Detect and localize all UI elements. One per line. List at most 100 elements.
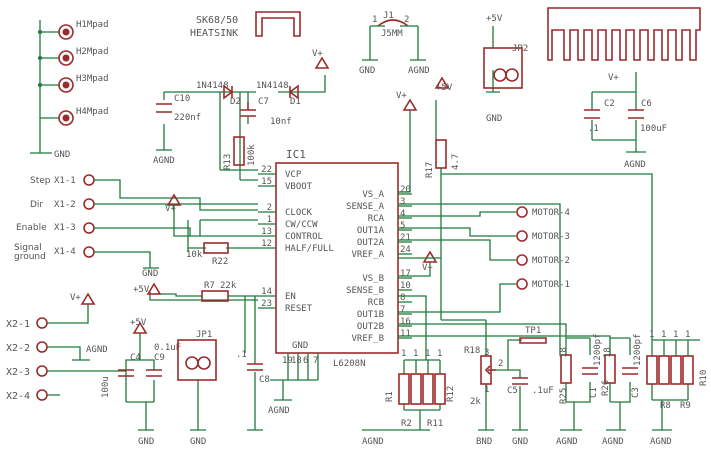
gnd-label: GND: [486, 114, 502, 124]
d1-ref: D1: [290, 97, 301, 107]
inputs-x1: Step X1-1 Dir X1-2 Enable X1-3 Signal gr…: [14, 174, 258, 353]
c1-ref: C1: [589, 387, 599, 398]
c4-ref: C4: [130, 353, 141, 363]
r13-value: 100k: [247, 144, 257, 166]
ic1-gnd: GND: [292, 341, 308, 351]
input-conn: X1-1: [54, 176, 76, 186]
c7-ref: C7: [258, 97, 269, 107]
ic-pin-number: 17: [400, 269, 411, 279]
c6-value: 100uF: [640, 124, 667, 134]
ic-pin-name: RCA: [368, 214, 385, 224]
c8-ref: C8: [259, 375, 270, 385]
ic-pin-name: RESET: [285, 304, 313, 314]
ic-pin-name: HALF/FULL: [285, 244, 334, 254]
decoupling-c2-c6: V+ C2 .1 C6 100uF AGND: [584, 72, 667, 170]
vplus-label: V+: [422, 263, 433, 273]
vref-trimmer: R18 3 2 1 2k C5 .1uF TP1 BND GND: [464, 320, 554, 447]
agnd-label: AGND: [153, 156, 175, 166]
j1-ref: J1: [383, 11, 394, 21]
ic-pin-number: 7: [400, 305, 405, 315]
ic-pin-name: SENSE_B: [346, 286, 384, 296]
p5v-label: +5V: [133, 285, 150, 295]
ic-pin-name: CLOCK: [285, 208, 313, 218]
ic-pin-number: 21: [400, 233, 411, 243]
r13-ref: R13: [223, 154, 233, 170]
r26-value: 18: [603, 347, 613, 358]
j1-pin1: 1: [372, 15, 377, 25]
pin-one: 1: [685, 330, 690, 340]
ic-pin-number: 20: [400, 185, 411, 195]
ic-pin-name: VS_A: [362, 190, 384, 200]
input-conn: X1-3: [54, 223, 76, 233]
ic-pin-name: VBOOT: [285, 182, 313, 192]
agnd-label: AGND: [362, 437, 384, 447]
gnd-label: GND: [142, 269, 158, 279]
pad-label: H4Mpad: [76, 107, 109, 117]
agnd-label: AGND: [86, 345, 108, 355]
r10-ref: R10: [699, 370, 709, 386]
ic1-left-pins: VCP22VBOOT15CLOCK2CW/CCW1CONTROL13HALF/F…: [258, 165, 334, 314]
r25-ref: R25: [559, 388, 569, 404]
r8-ref: R8: [660, 401, 671, 411]
r22-ref: R22: [212, 257, 228, 267]
ic-pin-name: OUT1A: [357, 226, 385, 236]
pin-one: 1: [401, 349, 406, 359]
ic-pin-name: RCB: [368, 298, 384, 308]
ic-pin-number: 22: [261, 165, 272, 175]
ic-pin-number: 8: [400, 293, 405, 303]
ic-pin-number: 11: [400, 329, 411, 339]
c2-value: .1: [588, 124, 599, 134]
r18-value: 2k: [470, 397, 481, 407]
agnd-label: AGND: [624, 160, 646, 170]
r17-value: 4.7: [451, 154, 461, 170]
c10-value: 220nf: [174, 113, 201, 123]
input-conn: X1-2: [54, 200, 76, 210]
ic-pin-number: 12: [261, 239, 272, 249]
ic-pin-number: 13: [261, 227, 272, 237]
gnd-label: GND: [138, 437, 154, 447]
c9-ref: C9: [154, 353, 165, 363]
gnd-label: GND: [512, 437, 528, 447]
pin-one: 1: [437, 349, 442, 359]
rc-networks: 18 R25 1200pf C1 18 R26 1200pf C3 AGND A…: [398, 323, 643, 447]
ic-pin-name: OUT1B: [357, 310, 384, 320]
c7-value: 10nf: [270, 117, 292, 127]
ic-pin-name: VREF_B: [351, 334, 384, 344]
r2-ref: R2: [401, 419, 412, 429]
c1-value: 1200pf: [593, 333, 603, 366]
c9-value: 0.1uF: [154, 343, 181, 353]
ic-pin-name: OUT2A: [357, 238, 385, 248]
ic-pin-number: 24: [400, 245, 411, 255]
input-label-enable: Enable: [16, 223, 47, 233]
input-label-ground: ground: [14, 252, 46, 262]
r7-value: 22k: [220, 281, 237, 291]
r11-ref: R11: [427, 419, 443, 429]
c4-value: 100u: [101, 376, 111, 398]
ic-pin-name: OUT2B: [357, 322, 384, 332]
power-term: X2-1: [6, 319, 30, 330]
motor-out: MOTOR-4: [532, 208, 570, 218]
ic-pin-number: 2: [267, 203, 272, 213]
c3-ref: C3: [631, 387, 641, 398]
gnd-label: GND: [190, 437, 206, 447]
r25-value: 18: [559, 347, 569, 358]
pin-one: 1: [484, 385, 489, 395]
ic-pin-name: VS_B: [362, 274, 384, 284]
r22-value: 10k: [186, 250, 203, 260]
sense-resistors: 1 1 1 1 R1 R2 R11 R12 AGND: [362, 203, 561, 447]
j1-value: J5MM: [381, 29, 403, 39]
ic-pin-number: 1: [267, 215, 272, 225]
power-term: X2-4: [6, 391, 30, 402]
ic-pin-number: 23: [261, 299, 272, 309]
ic-pin-number: 4: [400, 209, 405, 219]
ic1-part: L6208N: [333, 359, 366, 369]
vplus-label: V+: [70, 293, 81, 303]
c6-ref: C6: [641, 99, 652, 109]
jp2-ref: JP2: [512, 44, 528, 54]
cap-c8: .1 C8: [236, 296, 270, 431]
ic-pin-number: 3: [400, 197, 405, 207]
jumper-jp2: +5V JP2 GND: [483, 14, 528, 124]
ic-pin-name: CONTROL: [285, 232, 323, 242]
